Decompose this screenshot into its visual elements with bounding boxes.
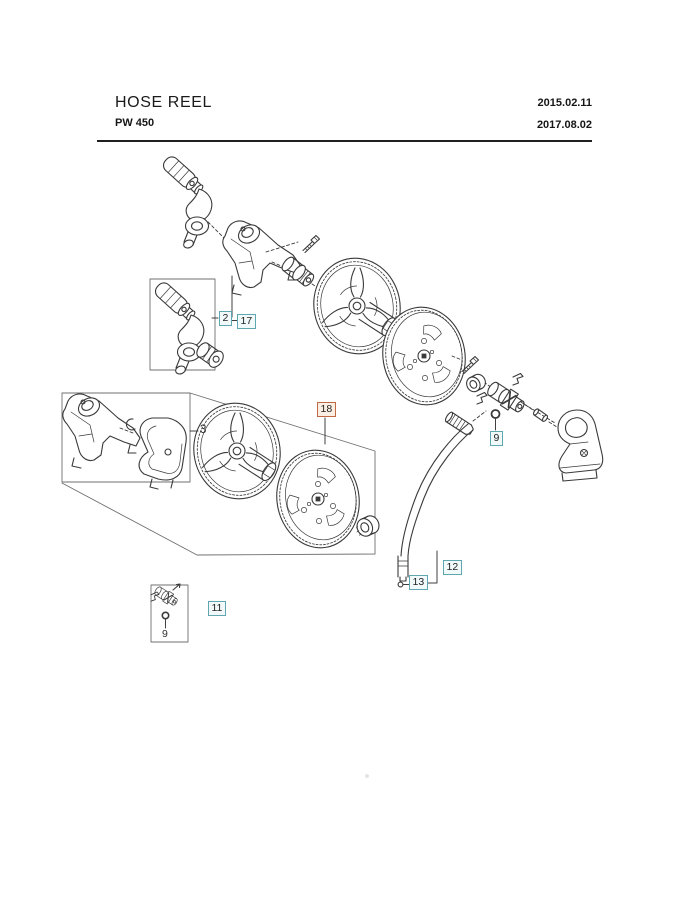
axis-dash [207,221,231,245]
part-crank-handle-top [160,153,213,250]
part-crank-handle-kit [152,279,205,376]
axis-dashes-top [265,241,401,347]
part-clip-arrow-kit-11 [172,583,181,591]
part-o-ring-right [490,409,501,419]
revision-date-created: 2015.02.11 [537,97,592,109]
revision-date-updated: 2017.08.02 [536,119,592,131]
axis-dashes-right [451,355,556,424]
part-clip-lower [476,391,488,405]
callout-12[interactable]: 12 [443,560,462,575]
axis-dashes-pin [520,401,558,428]
print-artifact-dot [365,774,369,778]
part-reel-disc-spoked-mid [184,394,290,508]
part-clip-upper [512,372,524,386]
group-outline-part-18 [61,392,376,556]
callout-9-bottom: 9 [162,628,168,640]
part-coupling-top [281,256,315,287]
part-hose [397,411,474,582]
part-o-ring-kit-11 [161,611,170,620]
part-screw-top [302,234,321,254]
part-clip-kit-3 [125,418,136,431]
callout-13[interactable]: 13 [409,575,428,590]
part-nipple-13 [397,581,404,588]
callout-11[interactable]: 11 [208,601,226,616]
part-knob-kit [196,342,224,368]
part-nut-mid [355,515,380,537]
model-label: PW 450 [115,117,155,129]
page-title: HOSE REEL [115,94,212,111]
part-hub-coupling-right [483,378,529,417]
part-ring-nut-right [466,373,486,393]
leader-lines [165,275,496,629]
callout-17[interactable]: 17 [237,314,256,329]
callout-18[interactable]: 18 [317,402,336,417]
callout-2[interactable]: 2 [219,311,232,326]
part-pin-right [532,408,549,422]
part-reel-disc-flat-mid [268,443,368,555]
kit-box-part-3 [61,392,191,483]
header-rule [97,140,592,142]
kit-box-part-11 [150,584,189,643]
part-bracket-kit-3 [62,393,141,469]
callout-3: 3 [200,424,207,436]
axis-dash-kit3 [119,427,134,434]
part-cover-kit-3 [138,417,187,490]
part-handle-housing [557,409,604,482]
callout-9-right[interactable]: 9 [490,431,503,446]
